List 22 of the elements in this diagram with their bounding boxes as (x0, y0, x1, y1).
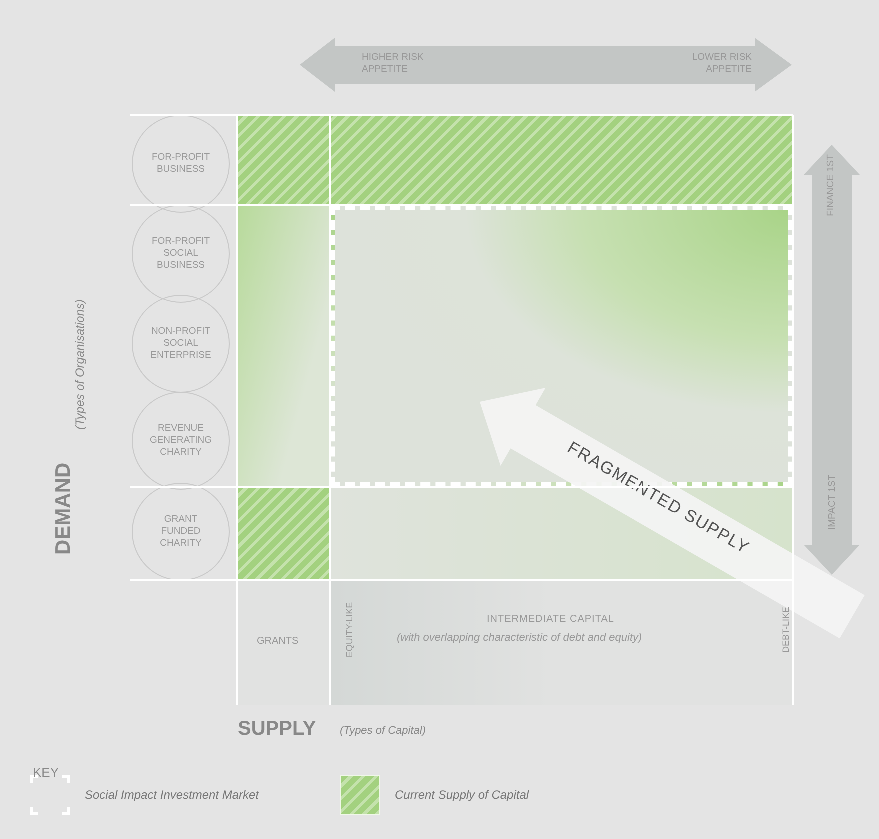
column-label: EQUITY-LIKE (344, 602, 355, 658)
legend-label: Current Supply of Capital (395, 788, 530, 802)
key-heading: KEY (33, 765, 60, 780)
column-label: GRANTS (257, 636, 299, 647)
axis-subtitle: (Types of Organisations) (73, 300, 87, 430)
organisation-circle (132, 483, 230, 581)
organisation-circle (132, 295, 230, 393)
organisation-circle (132, 392, 230, 490)
axis-title: DEMAND (52, 462, 76, 555)
circle-label: FOR-PROFIT BUSINESS (150, 152, 212, 176)
circle-label: NON-PROFIT SOCIAL ENTERPRISE (150, 326, 212, 362)
column-label: DEBT-LIKE (781, 607, 791, 653)
organisation-circle (132, 205, 230, 303)
axis-title: SUPPLY (238, 718, 316, 741)
legend-label: Social Impact Investment Market (85, 788, 260, 802)
axis-subtitle: (Types of Capital) (340, 725, 426, 737)
column-label: (with overlapping characteristic of debt and equity) (397, 632, 642, 644)
circle-label: FOR-PROFIT SOCIAL BUSINESS (150, 236, 212, 272)
column-label: INTERMEDIATE CAPITAL (487, 614, 614, 625)
organisation-circle (132, 115, 230, 213)
circle-label: GRANT FUNDED CHARITY (159, 514, 203, 550)
circle-label: REVENUE GENERATING CHARITY (148, 423, 214, 459)
